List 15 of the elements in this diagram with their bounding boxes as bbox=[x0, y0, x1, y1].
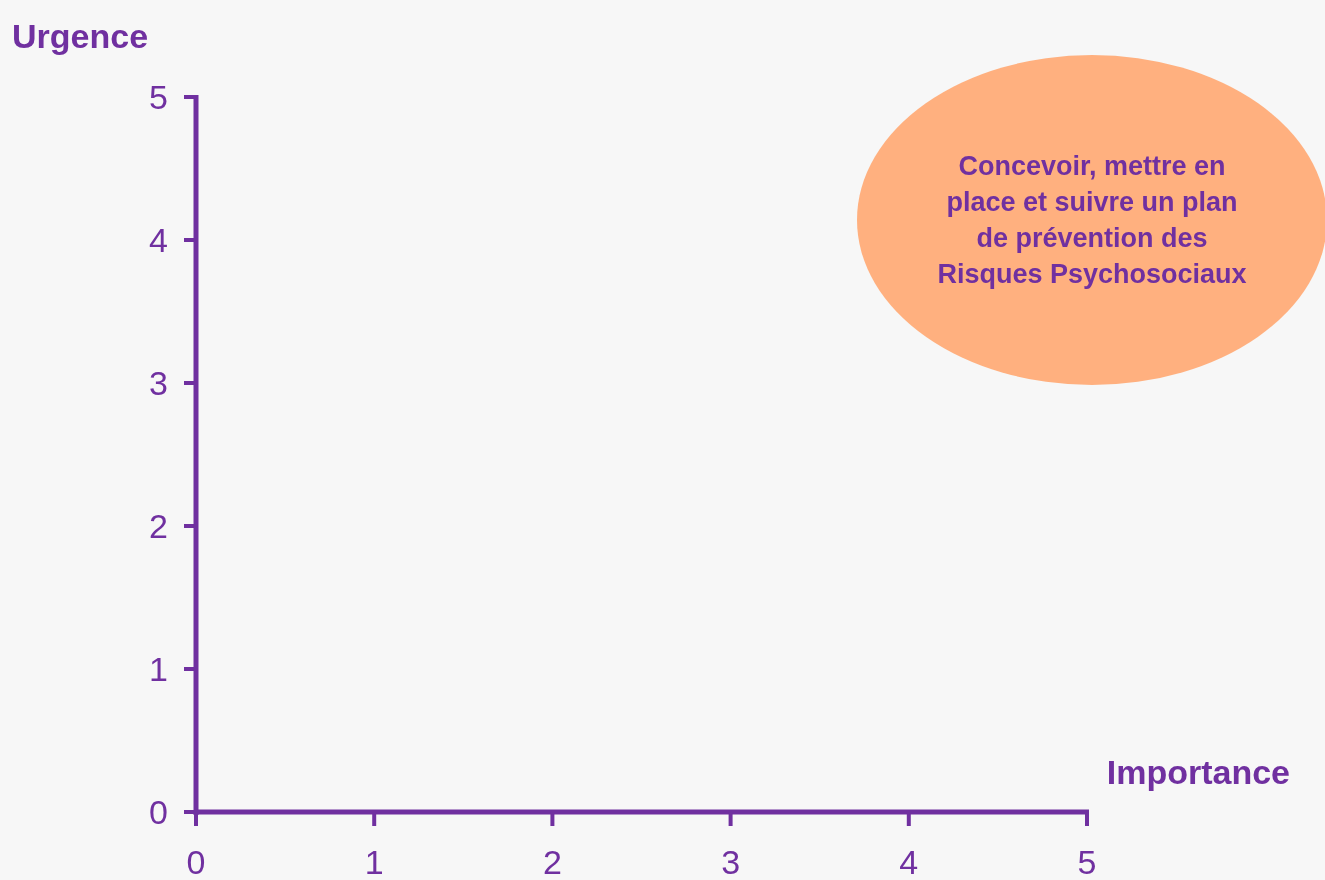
tick-label: 0 bbox=[185, 842, 207, 880]
tick-label: 3 bbox=[148, 363, 168, 404]
tick-label: 4 bbox=[148, 220, 168, 261]
tick-label: 5 bbox=[1076, 842, 1098, 880]
tick-label: 1 bbox=[148, 649, 168, 690]
ellipse-text: Concevoir, mettre en place et suivre un plan de prévention des Risques Psychosociaux bbox=[936, 150, 1248, 291]
tick-label: 2 bbox=[148, 506, 168, 547]
axis-title: Urgence bbox=[12, 16, 150, 57]
tick-label: 4 bbox=[898, 842, 920, 880]
axis-title: Importance bbox=[1105, 752, 1290, 793]
tick-label: 2 bbox=[541, 842, 563, 880]
tick-label: 1 bbox=[363, 842, 385, 880]
tick-label: 5 bbox=[148, 77, 168, 118]
tick-label: 0 bbox=[148, 792, 168, 833]
tick-label: 3 bbox=[720, 842, 742, 880]
